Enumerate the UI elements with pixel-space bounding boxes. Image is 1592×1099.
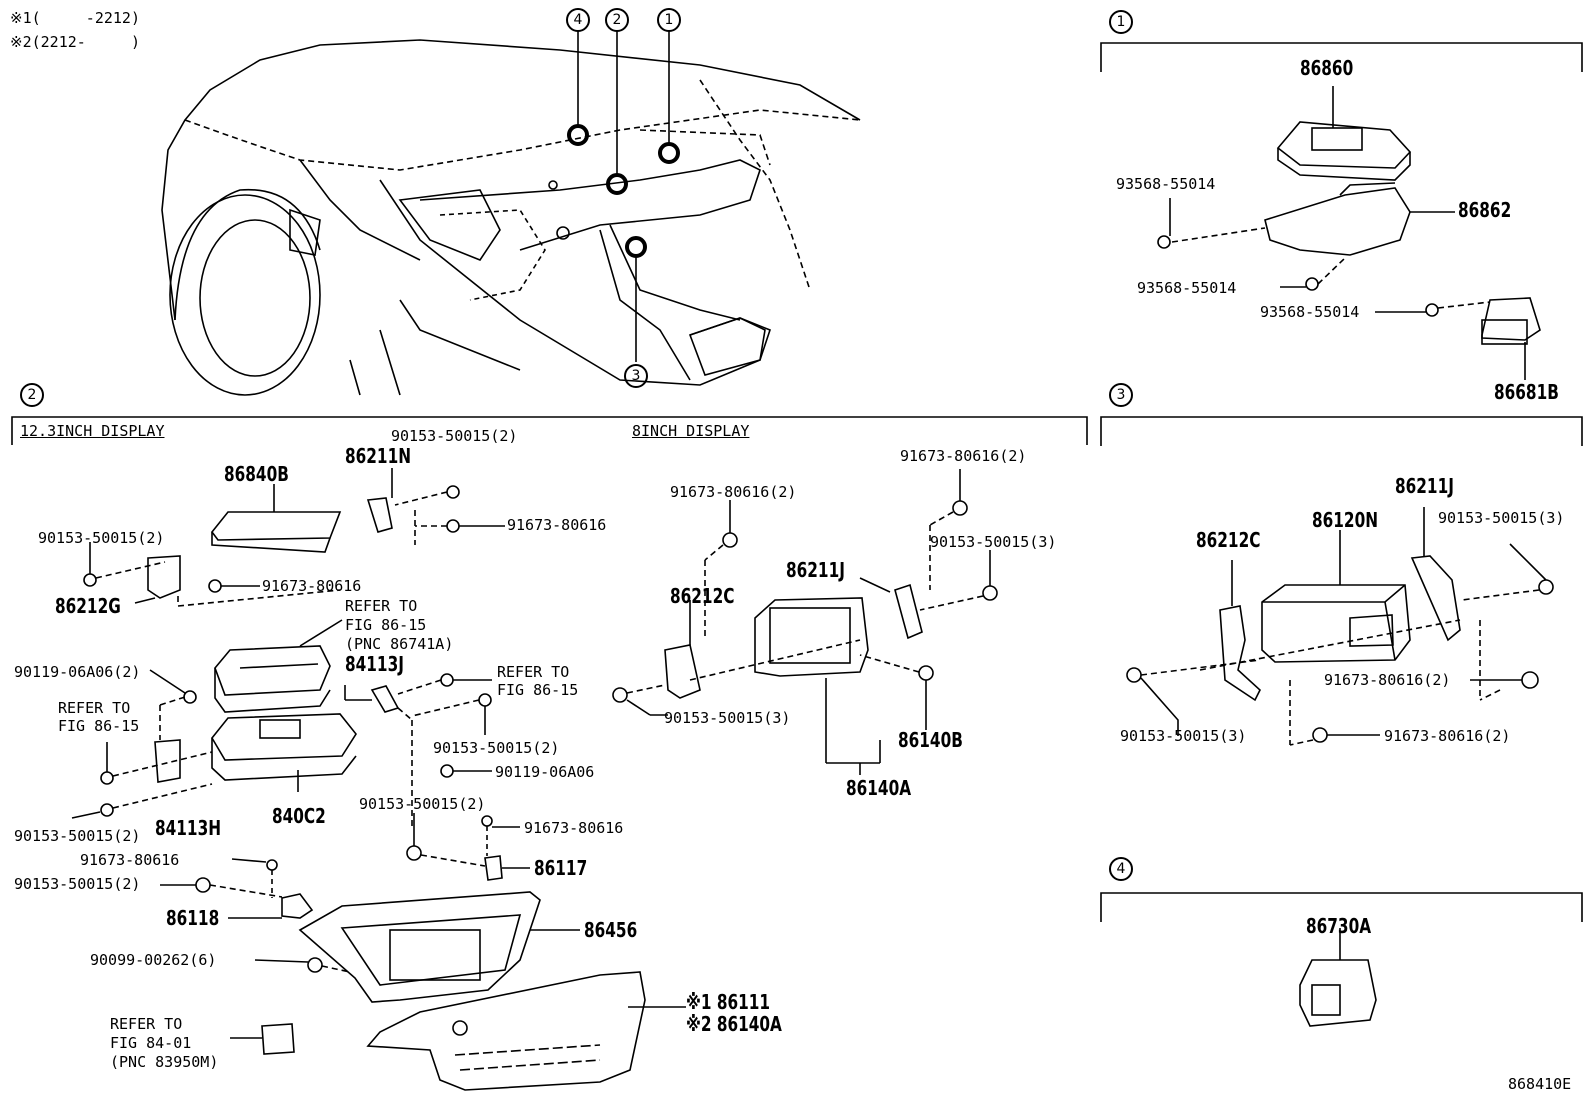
part-86212C-a[interactable]: 86212C [670,584,735,608]
part-91673-80616-d[interactable]: 91673-80616 [524,819,624,837]
part-90153-50015-3-b[interactable]: 90153-50015(3) [664,709,791,727]
part-93568-55014-a[interactable]: 93568-55014 [1116,175,1216,193]
part-91673-80616-2-a[interactable]: 91673-80616(2) [900,447,1027,465]
section2-left-drawing [71,468,686,1091]
part-86111[interactable]: ※1 86111 [686,990,771,1014]
refer-84-01-line3: (PNC 83950M) [110,1053,219,1071]
part-91673-80616-b[interactable]: 91673-80616 [262,577,362,595]
part-86140A-alt[interactable]: ※2 86140A [686,1012,782,1036]
section-frames [11,42,1583,922]
note-2: ※2(2212- ) [10,33,140,51]
callout-1[interactable]: 1 [657,8,681,32]
part-90153-50015-2-d[interactable]: 90153-50015(2) [359,795,486,813]
part-93568-55014-b[interactable]: 93568-55014 [1137,279,1237,297]
refer-86-15-b-line1: REFER TO [497,663,570,681]
refer-86-15-a-line2[interactable]: FIG 86-15 [345,616,427,634]
part-86456[interactable]: 86456 [584,918,638,942]
part-86212G[interactable]: 86212G [55,594,121,618]
refer-86-15-c-line1: REFER TO [58,699,131,717]
part-90119-06A06[interactable]: 90119-06A06 [495,763,595,781]
part-86211J-a[interactable]: 86211J [786,558,845,582]
dashboard-overview-drawing [161,30,861,396]
part-84113H[interactable]: 84113H [155,816,222,840]
refer-86-15-a-line1: REFER TO [345,597,418,615]
part-86211N[interactable]: 86211N [345,444,412,468]
section2-right-drawing [612,469,998,775]
refer-86-15-c-line2[interactable]: FIG 86-15 [58,717,140,735]
part-86118[interactable]: 86118 [166,906,220,930]
part-90153-50015-2-f[interactable]: 90153-50015(2) [14,875,141,893]
part-86860[interactable]: 86860 [1300,56,1354,80]
part-86862[interactable]: 86862 [1458,198,1512,222]
section4-drawing [1299,928,1377,1027]
part-84113J[interactable]: 84113J [345,652,404,676]
callout-3[interactable]: 3 [624,364,648,388]
section-2-label: 2 [20,383,44,407]
note-1: ※1( -2212) [10,9,140,27]
display-12-3-heading: 12.3INCH DISPLAY [20,422,165,440]
part-86212C-b[interactable]: 86212C [1196,528,1261,552]
part-86730A[interactable]: 86730A [1306,914,1372,938]
part-91673-80616-a[interactable]: 91673-80616 [507,516,607,534]
figure-code: 868410E [1508,1075,1572,1093]
part-91673-80616-2-c[interactable]: 91673-80616(2) [1324,671,1451,689]
part-90153-50015-3-d[interactable]: 90153-50015(3) [1120,727,1247,745]
part-86211J-b[interactable]: 86211J [1395,474,1454,498]
display-8-heading: 8INCH DISPLAY [632,422,750,440]
part-90153-50015-3-a[interactable]: 90153-50015(3) [930,533,1057,551]
part-90119-06A06-2[interactable]: 90119-06A06(2) [14,663,141,681]
part-90153-50015-2-a[interactable]: 90153-50015(2) [391,427,518,445]
part-90099-00262-6[interactable]: 90099-00262(6) [90,951,217,969]
part-91673-80616-2-b[interactable]: 91673-80616(2) [670,483,797,501]
section1-drawing [1157,86,1541,380]
part-86140A[interactable]: 86140A [846,776,912,800]
part-86840B[interactable]: 86840B [224,462,289,486]
section-3-label: 3 [1109,383,1133,407]
part-86140B[interactable]: 86140B [898,728,963,752]
part-93568-55014-c[interactable]: 93568-55014 [1260,303,1360,321]
callout-4[interactable]: 4 [566,8,590,32]
part-86681B[interactable]: 86681B [1494,380,1559,404]
part-91673-80616-2-d[interactable]: 91673-80616(2) [1384,727,1511,745]
part-91673-80616-c[interactable]: 91673-80616 [80,851,180,869]
section-1-label: 1 [1109,10,1133,34]
part-90153-50015-2-b[interactable]: 90153-50015(2) [38,529,165,547]
refer-84-01-line2[interactable]: FIG 84-01 [110,1034,192,1052]
callout-2[interactable]: 2 [605,8,629,32]
section3-drawing [1126,507,1554,746]
part-90153-50015-2-c[interactable]: 90153-50015(2) [433,739,560,757]
section-4-label: 4 [1109,857,1133,881]
part-90153-50015-3-c[interactable]: 90153-50015(3) [1438,509,1565,527]
part-840C2[interactable]: 840C2 [272,804,326,828]
refer-84-01-line1: REFER TO [110,1015,183,1033]
part-86117[interactable]: 86117 [534,856,588,880]
part-90153-50015-2-e[interactable]: 90153-50015(2) [14,827,141,845]
refer-86-15-a-line3: (PNC 86741A) [345,635,454,653]
refer-86-15-b-line2[interactable]: FIG 86-15 [497,681,579,699]
part-86120N[interactable]: 86120N [1312,508,1379,532]
